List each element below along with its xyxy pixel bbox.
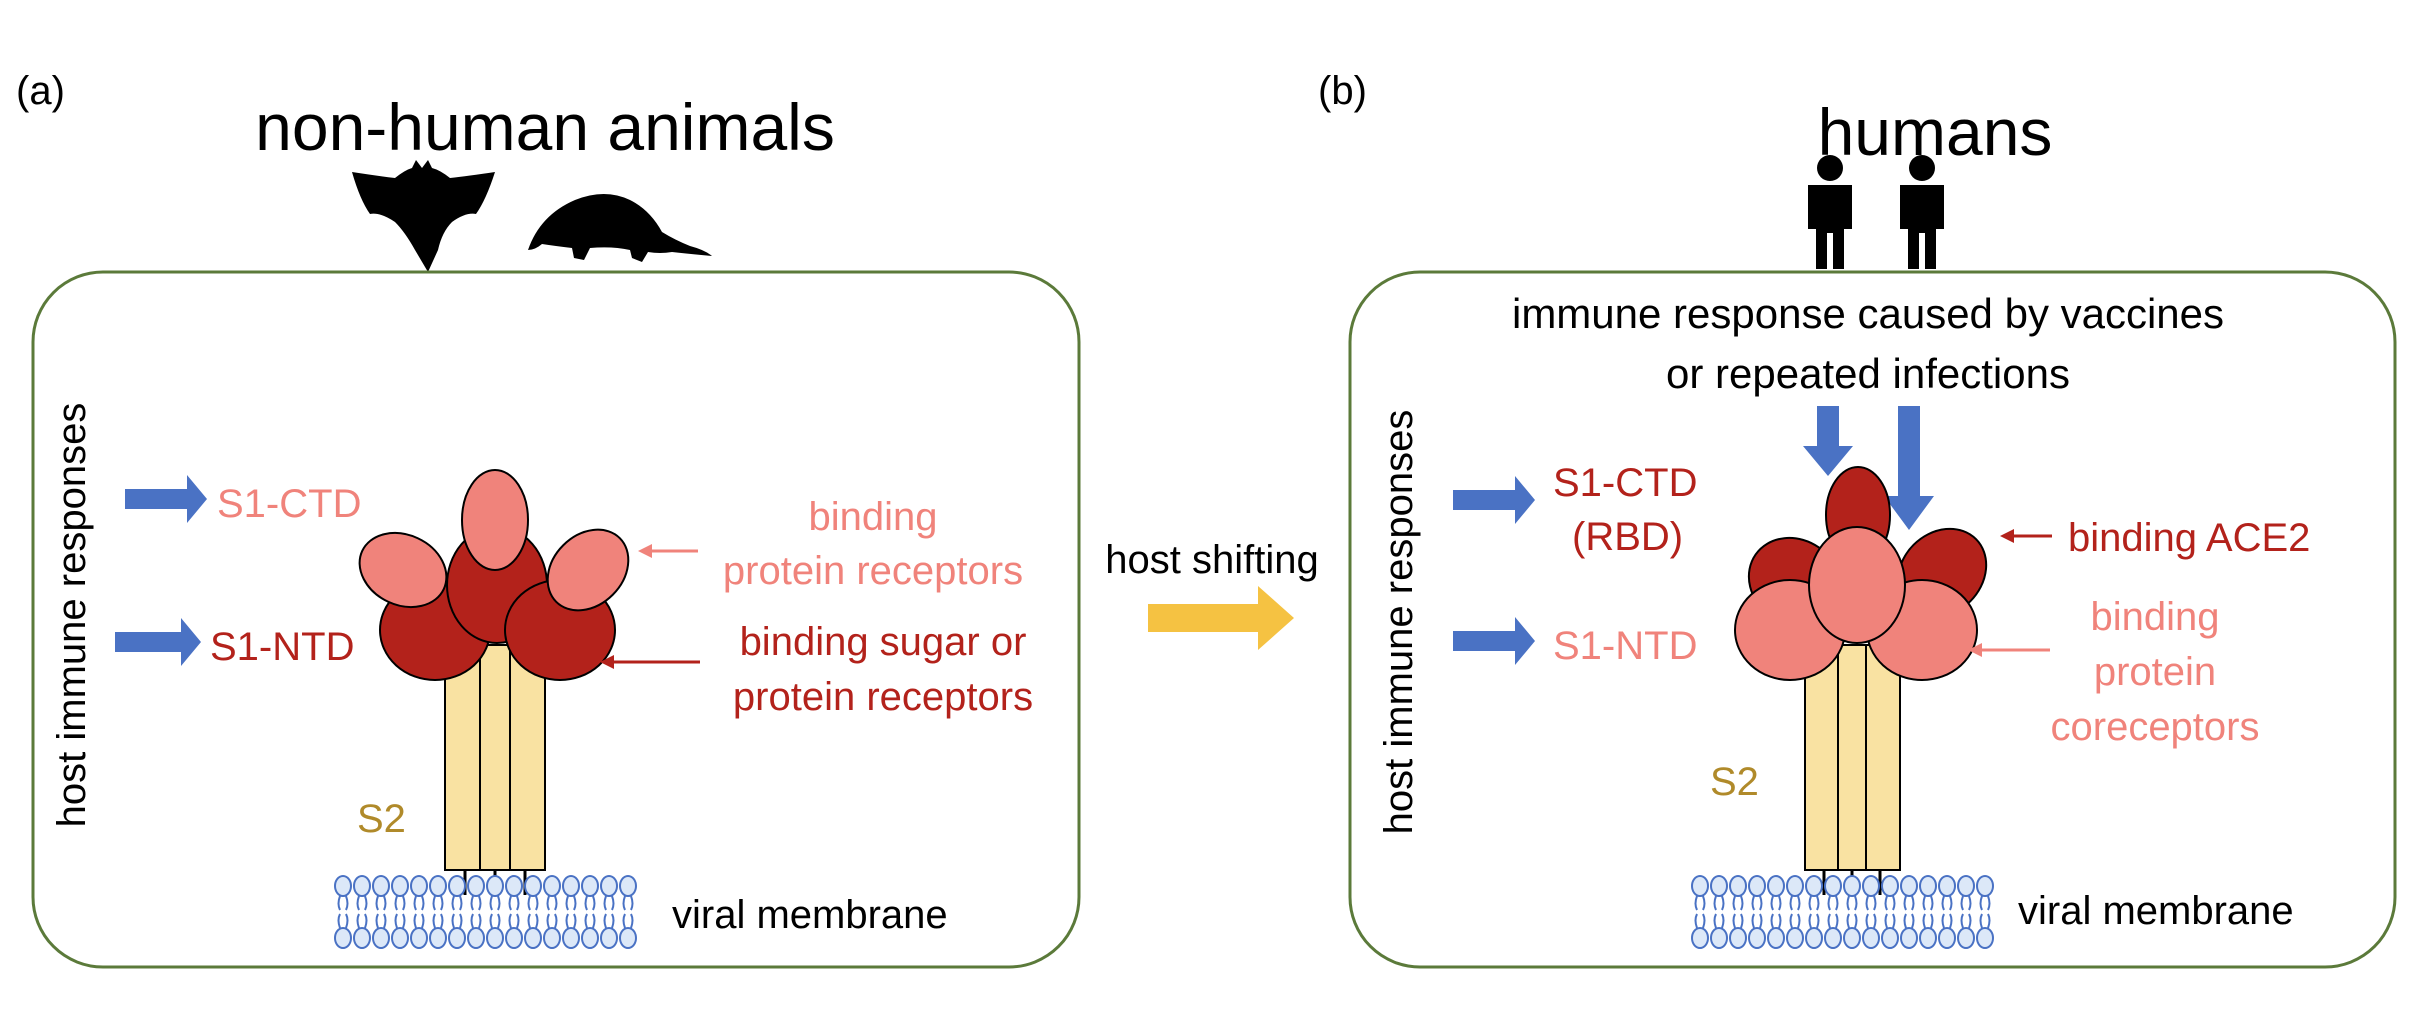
down-arrow-1 [1803, 406, 1853, 476]
coreceptors-line3: coreceptors [2051, 705, 2260, 749]
binding-protein-line1: binding [808, 495, 937, 539]
panel-b-box [1348, 270, 2397, 969]
panel-b-label: (b) [1318, 69, 1367, 113]
membrane-label-b: viral membrane [2018, 889, 2294, 933]
coreceptors-line1: binding [2090, 595, 2219, 639]
spike-protein-b [1734, 466, 1988, 681]
blue-arrow-ntd-b [1453, 617, 1535, 665]
panel-a: (a) non-human animals host immune respon… [16, 69, 1081, 969]
panel-b-title: humans [1818, 95, 2053, 169]
spike-protein [358, 469, 630, 681]
person-icon [1808, 155, 1852, 269]
blue-arrow-ctd-b [1453, 476, 1535, 524]
panel-a-box [31, 270, 1081, 969]
person-icon [1900, 155, 1944, 269]
panel-a-label: (a) [16, 69, 65, 113]
binding-sugar-line1: binding sugar or [740, 620, 1027, 664]
s2-label-b: S2 [1710, 760, 1759, 804]
blue-arrow-ntd [115, 618, 201, 666]
coreceptors-line2: protein [2094, 650, 2216, 694]
binding-sugar-line2: protein receptors [733, 675, 1033, 719]
bat-icon [352, 160, 495, 272]
immune-text-line1: immune response caused by vaccines [1512, 290, 2224, 337]
down-arrow-2 [1884, 406, 1934, 530]
pointer-arrow-ace2 [2000, 529, 2052, 543]
s2-stalk-b [1804, 644, 1901, 895]
pointer-arrow-coreceptors [1968, 643, 2050, 657]
panel-b-side-label: host immune responses [1377, 410, 1421, 835]
host-shift: host shifting [1105, 538, 1319, 650]
s1-ctd-b-line1: S1-CTD [1553, 461, 1697, 505]
binding-ace2-label: binding ACE2 [2068, 516, 2310, 560]
panel-a-title: non-human animals [255, 90, 835, 164]
viral-membrane-b [1691, 875, 1994, 949]
pointer-arrow-sugar [600, 655, 700, 669]
pangolin-icon [528, 194, 712, 262]
s2-label: S2 [357, 797, 406, 841]
s1-ntd-label: S1-NTD [210, 625, 354, 669]
s1-ctd-b-line2: (RBD) [1572, 515, 1683, 559]
s1-ntd-b-label: S1-NTD [1553, 624, 1697, 668]
binding-protein-line2: protein receptors [723, 549, 1023, 593]
host-shifting-arrow [1148, 586, 1294, 650]
host-shifting-label: host shifting [1105, 538, 1318, 582]
viral-membrane [334, 875, 637, 949]
panel-a-side-label: host immune responses [50, 403, 94, 828]
membrane-label: viral membrane [672, 893, 948, 937]
pointer-arrow-protein [638, 544, 698, 558]
immune-text-line2: or repeated infections [1666, 350, 2070, 397]
s1-ctd-label: S1-CTD [217, 482, 361, 526]
blue-arrow-ctd [125, 475, 207, 523]
panel-b: (b) humans immune response caused by vac… [1318, 69, 2397, 969]
s2-stalk [444, 644, 546, 895]
